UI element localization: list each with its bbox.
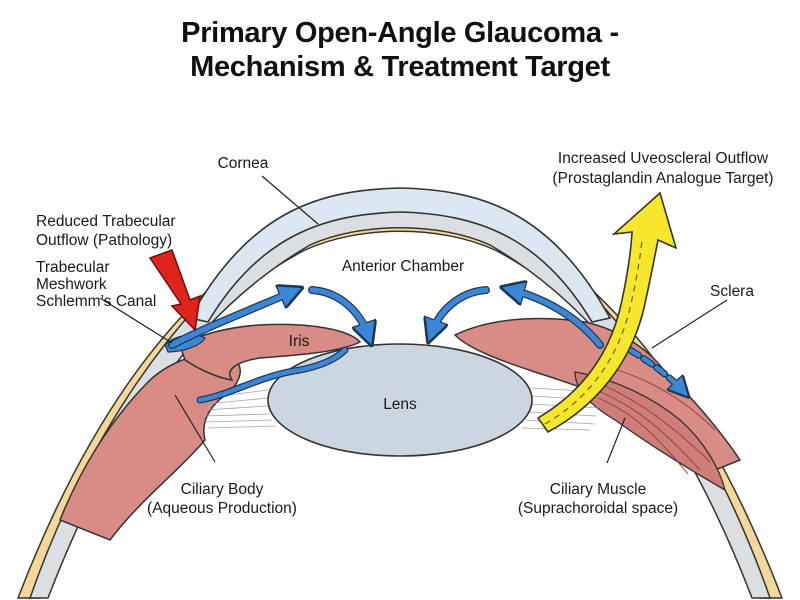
label-ciliary-body-1: Ciliary Body <box>181 481 264 498</box>
label-cornea: Cornea <box>218 155 269 172</box>
label-reduced-outflow-1: Reduced Trabecular <box>36 213 176 230</box>
label-lens: Lens <box>383 396 417 413</box>
label-anterior-chamber: Anterior Chamber <box>342 258 464 275</box>
pathology-arrow <box>148 249 201 332</box>
ciliary-body <box>59 353 241 541</box>
iris-left <box>179 323 362 381</box>
label-trabecular-2: Meshwork <box>36 276 107 293</box>
label-ciliary-body-2: (Aqueous Production) <box>147 500 297 517</box>
label-trabecular-1: Trabecular <box>36 259 110 276</box>
label-ciliary-muscle-2: (Suprachoroidal space) <box>518 500 678 517</box>
aqueous-flow <box>168 290 682 404</box>
title-line-1: Primary Open-Angle Glaucoma - <box>181 17 619 49</box>
treatment-arrow <box>536 191 678 434</box>
label-iris: Iris <box>289 333 310 350</box>
ciliary-muscle <box>574 371 727 492</box>
diagram-title: Primary Open-Angle Glaucoma - Mechanism … <box>0 16 800 84</box>
label-uveoscleral-2: (Prostaglandin Analogue Target) <box>552 170 773 187</box>
cornea <box>188 187 612 323</box>
title-line-2: Mechanism & Treatment Target <box>190 51 610 83</box>
label-reduced-outflow-2: Outflow (Pathology) <box>36 232 172 249</box>
lens <box>267 343 533 457</box>
label-ciliary-muscle-1: Ciliary Muscle <box>550 481 646 498</box>
label-uveoscleral-1: Increased Uveoscleral Outflow <box>558 150 769 167</box>
label-schlemms-canal: Schlemm’s Canal <box>36 293 156 310</box>
leader-lines <box>99 175 728 464</box>
label-sclera: Sclera <box>710 283 754 300</box>
